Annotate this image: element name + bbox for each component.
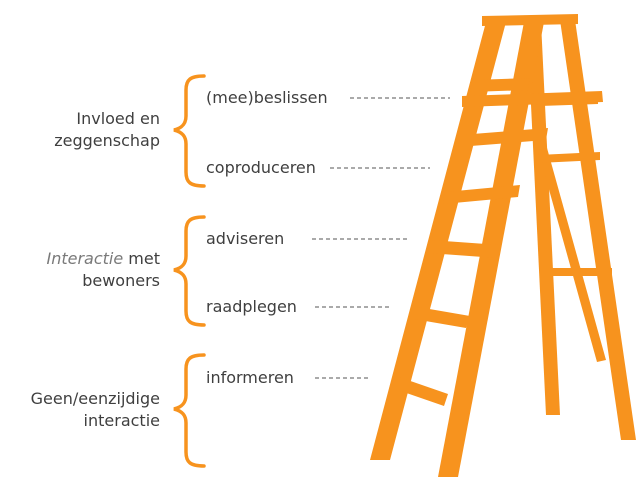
group-label-eenzijdig: Geen/eenzijdige interactie xyxy=(0,388,160,432)
group-label-interactie: Interactie met bewoners xyxy=(0,248,160,292)
group-label-line: Interactie met xyxy=(0,248,160,270)
group-label-line: zeggenschap xyxy=(54,131,160,150)
group-label-rest: met xyxy=(123,249,160,268)
group-label-italic: Interactie xyxy=(46,249,124,268)
rung-label-coproduceren: coproduceren xyxy=(206,158,316,177)
ladder-back-legs xyxy=(527,20,636,440)
group-label-line: Geen/eenzijdige xyxy=(30,389,160,408)
brace-eenzijdig xyxy=(173,353,206,468)
rung-label-meebeslissen: (mee)beslissen xyxy=(206,88,328,107)
group-label-line: bewoners xyxy=(82,271,160,290)
brace-interactie xyxy=(173,215,206,327)
group-label-invloed: Invloed en zeggenschap xyxy=(0,108,160,152)
ladder-front xyxy=(370,14,603,477)
group-label-line: interactie xyxy=(83,411,160,430)
brace-invloed xyxy=(173,74,206,188)
rung-label-raadplegen: raadplegen xyxy=(206,297,297,316)
rung-label-informeren: informeren xyxy=(206,368,294,387)
group-label-line: Invloed en xyxy=(76,109,160,128)
rung-connectors xyxy=(312,97,450,379)
group-braces xyxy=(173,74,206,468)
rung-label-adviseren: adviseren xyxy=(206,229,285,248)
